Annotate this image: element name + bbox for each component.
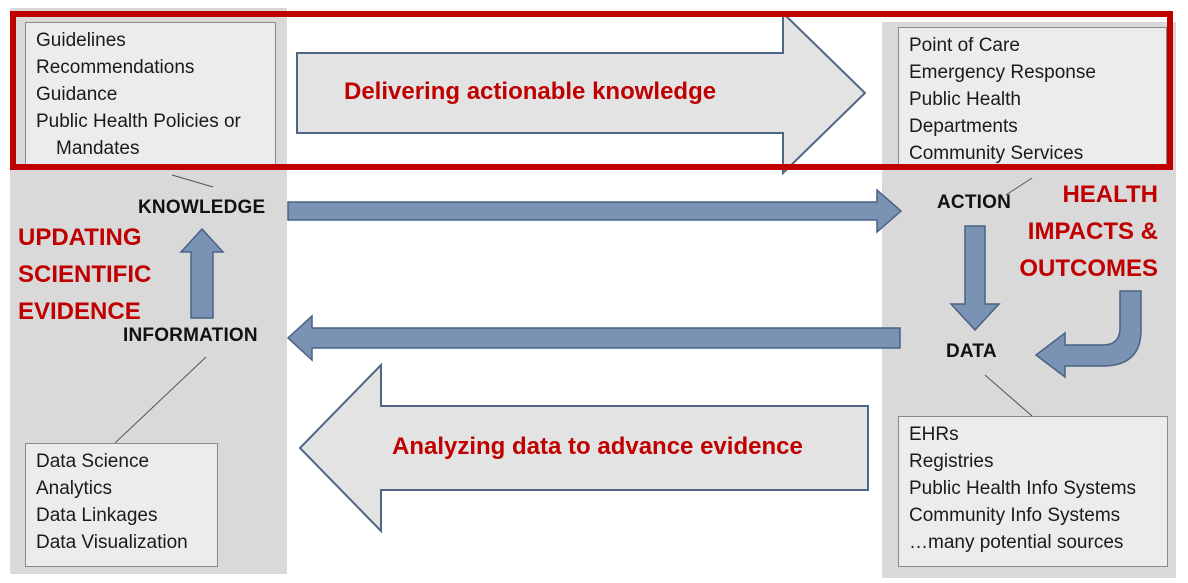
action-to-data-arrow [949,225,1001,332]
knowledge-source-item: Public Health Policies or [36,111,241,132]
health-outcomes-label: HEALTH IMPACTS & OUTCOMES [1019,176,1158,287]
health-outcomes-curved-arrow [1034,290,1142,379]
analysis-method-item: Data Linkages [36,505,158,526]
updating-evidence-label: UPDATING SCIENTIFIC EVIDENCE [18,219,151,330]
updating-line: UPDATING [18,224,142,251]
action-settings-box: Point of Care Emergency Response Public … [898,27,1167,169]
action-setting-item: Community Services [909,143,1084,164]
action-setting-item: Emergency Response [909,62,1096,83]
data-sources-box: EHRs Registries Public Health Info Syste… [898,416,1168,567]
analysis-method-item: Analytics [36,478,113,499]
data-source-item: EHRs [909,424,959,445]
data-source-item: …many potential sources [909,532,1124,553]
connector-information [114,356,207,444]
node-information: INFORMATION [123,325,258,346]
node-knowledge: KNOWLEDGE [138,197,266,218]
health-line: HEALTH [1062,181,1158,208]
delivering-knowledge-label: Delivering actionable knowledge [344,78,717,105]
analyzing-big-arrow [298,362,869,534]
health-line: IMPACTS & [1027,218,1158,245]
data-to-information-arrow [286,314,901,362]
data-source-item: Community Info Systems [909,505,1121,526]
knowledge-sources-box: Guidelines Recommendations Guidance Publ… [25,22,276,165]
data-source-item: Public Health Info Systems [909,478,1137,499]
node-action: ACTION [937,192,1012,213]
knowledge-source-item: Guidance [36,84,118,105]
knowledge-source-item: Mandates [56,138,140,159]
health-line: OUTCOMES [1019,255,1158,282]
analysis-methods-box: Data Science Analytics Data Linkages Dat… [25,443,218,567]
action-setting-item: Departments [909,116,1018,137]
connector-data [984,374,1033,417]
action-setting-item: Point of Care [909,35,1020,56]
analysis-method-item: Data Science [36,451,150,472]
knowledge-source-item: Guidelines [36,30,126,51]
updating-line: SCIENTIFIC [18,261,152,288]
action-setting-item: Public Health [909,89,1021,110]
knowledge-source-item: Recommendations [36,57,195,78]
connector-action [1005,177,1033,196]
updating-line: EVIDENCE [18,298,141,325]
node-data: DATA [946,341,997,362]
knowledge-to-action-arrow [287,188,903,234]
connector-knowledge [171,174,214,188]
data-source-item: Registries [909,451,994,472]
delivering-big-arrow [296,10,867,176]
information-to-knowledge-arrow [179,227,225,319]
analysis-method-item: Data Visualization [36,532,188,553]
analyzing-data-label: Analyzing data to advance evidence [392,433,803,460]
